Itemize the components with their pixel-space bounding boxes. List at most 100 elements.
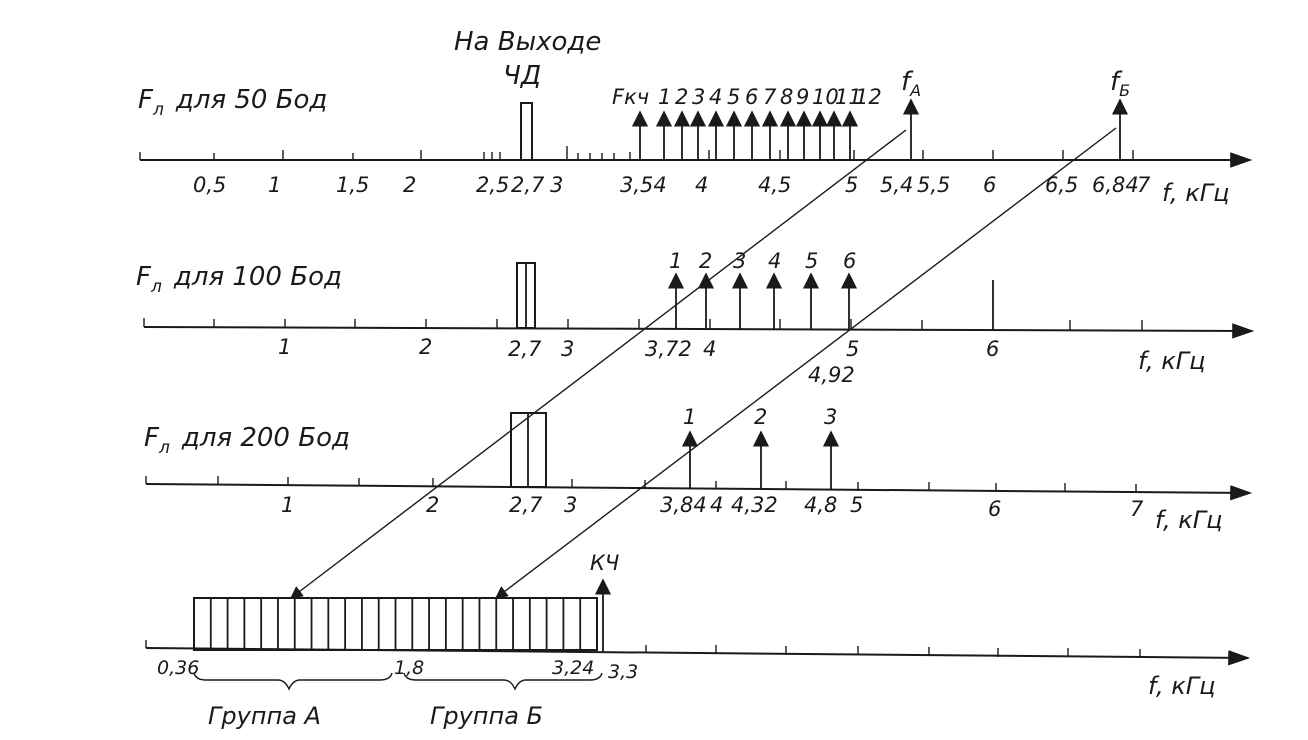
group-a-brace (193, 672, 393, 691)
row-100-channel-label: 6 (843, 249, 856, 273)
output-caption-line1: На Выходе (454, 27, 601, 57)
tick-label: 1 (268, 173, 281, 197)
tick-label: 2,7 (511, 173, 545, 197)
tick-label: 2,7 (509, 493, 543, 517)
tick-label: 3 (564, 493, 577, 517)
row-200-channel-arrows (681, 430, 840, 490)
row-group-bands: КЧ 0,36 1,8 3,24 3,3 Группа А Группа Б f… (145, 551, 1251, 730)
tick-label: 4 (695, 173, 708, 197)
tick-label: 2,5 (476, 173, 509, 197)
tick-label: 7 (1137, 173, 1151, 197)
row-200-axis (145, 483, 1253, 501)
tick-label: 1,8 (394, 657, 424, 679)
group-a-label: Группа А (208, 702, 321, 730)
row-50-channel-label: 3 (692, 85, 705, 109)
output-caption-line2: ЧД (503, 61, 541, 91)
tick-label: 6 (988, 497, 1001, 521)
tick-label: 3,54 (620, 173, 667, 197)
row-200-channel-label: 2 (754, 405, 767, 429)
tick-label: 3 (561, 337, 574, 361)
row-200-channel-labels: 1 2 3 (683, 405, 837, 429)
tick-label: 0,36 (157, 657, 199, 679)
tick-label: 6,84 (1092, 173, 1139, 197)
tick-label: 5 (850, 493, 863, 517)
fb-mapping-line (494, 127, 1117, 599)
tick-label: 6 (986, 337, 999, 361)
row-groups-tick-labels: 0,36 1,8 3,24 3,3 (157, 657, 638, 683)
tick-label: 2,7 (508, 337, 542, 361)
row-100-channel-label: 2 (699, 249, 712, 273)
row-50-channel-label: 12 (855, 85, 882, 109)
row-50-channel-label: 4 (709, 85, 722, 109)
tick-label: 1 (281, 493, 294, 517)
tick-label: 4,5 (758, 173, 791, 197)
group-b-label: Группа Б (430, 702, 543, 730)
row-100-ticks (143, 318, 1143, 331)
row-200-unit: f, кГц (1155, 506, 1223, 534)
row-100-tick-labels: 1 2 2,7 3 3,72 4 5 4,92 6 (278, 335, 999, 387)
tick-label: 3 (550, 173, 563, 197)
row-100-channel-label: 4 (768, 249, 781, 273)
row-100-channel-arrows (667, 272, 858, 329)
row-groups-unit: f, кГц (1148, 672, 1216, 700)
row-100-unit: f, кГц (1138, 347, 1206, 375)
row-50-unit: f, кГц (1162, 179, 1230, 207)
row-50-channel-label: 2 (675, 85, 688, 109)
row-50-channel-label: 9 (796, 85, 809, 109)
row-50-demod-band (520, 102, 533, 161)
tick-label: 3,72 (645, 337, 692, 361)
tick-label: 1 (278, 335, 291, 359)
row-50-channel-arrows (631, 110, 859, 160)
tick-label: 2 (419, 335, 432, 359)
row-200-tick-labels: 1 2 2,7 3 3,84 4 4,32 4,8 5 6 7 (281, 493, 1144, 521)
tick-label: 5 (846, 337, 859, 361)
row-50-channel-labels: 1 2 3 4 5 6 7 8 9 10 11 12 (658, 85, 882, 109)
row-groups-ticks (145, 640, 1141, 658)
row-50-channel-label: 1 (658, 85, 671, 109)
row-50-ticks (139, 146, 1134, 160)
kch-label: КЧ (590, 551, 619, 575)
tick-label: 2 (403, 173, 416, 197)
row-50-channel-prefix: Fкч (612, 85, 649, 109)
tick-label: 4,32 (731, 493, 778, 517)
tick-label: 4,8 (804, 493, 837, 517)
row-200-channel-label: 1 (683, 405, 696, 429)
tick-label: 3,3 (608, 661, 638, 683)
tick-label: 6,5 (1045, 173, 1078, 197)
tick-label: 4,92 (808, 363, 855, 387)
fa-mapping-line (289, 129, 907, 599)
tick-label: 4 (703, 337, 716, 361)
tick-label: 4 (710, 493, 723, 517)
tick-label: 6 (983, 173, 996, 197)
group-b-brace (403, 672, 603, 691)
row-50-channel-label: 7 (763, 85, 777, 109)
row-100-axis (143, 323, 1255, 339)
row-50-channel-label: 11 (835, 85, 862, 109)
fa-label: fА (901, 67, 921, 100)
tick-label: 3,24 (552, 657, 594, 679)
tick-label: 1,5 (336, 173, 369, 197)
tick-label: 5,4 (880, 173, 913, 197)
row-50-channel-label: 6 (745, 85, 758, 109)
row-100-channel-labels: 1 2 3 4 5 6 (669, 249, 856, 273)
tick-label: 5 (845, 173, 858, 197)
row-50-channel-label: 5 (727, 85, 740, 109)
row-50-channel-label: 8 (780, 85, 793, 109)
row-50-channel-label: 10 (812, 85, 839, 109)
row-100-channel-label: 3 (733, 249, 746, 273)
tick-label: 0,5 (193, 173, 226, 197)
tick-label: 5,5 (917, 173, 950, 197)
channel-comb (193, 597, 598, 651)
row-50-tick-labels: 0,5 1 1,5 2 2,5 2,7 3 3,54 4 4,5 5 5,4 5… (193, 173, 1151, 197)
tick-label: 2 (426, 493, 439, 517)
fb-label: fБ (1110, 67, 1130, 100)
row-100-channel-label: 5 (805, 249, 818, 273)
tick-label: 3,84 (660, 493, 707, 517)
tick-label: 7 (1130, 497, 1144, 521)
